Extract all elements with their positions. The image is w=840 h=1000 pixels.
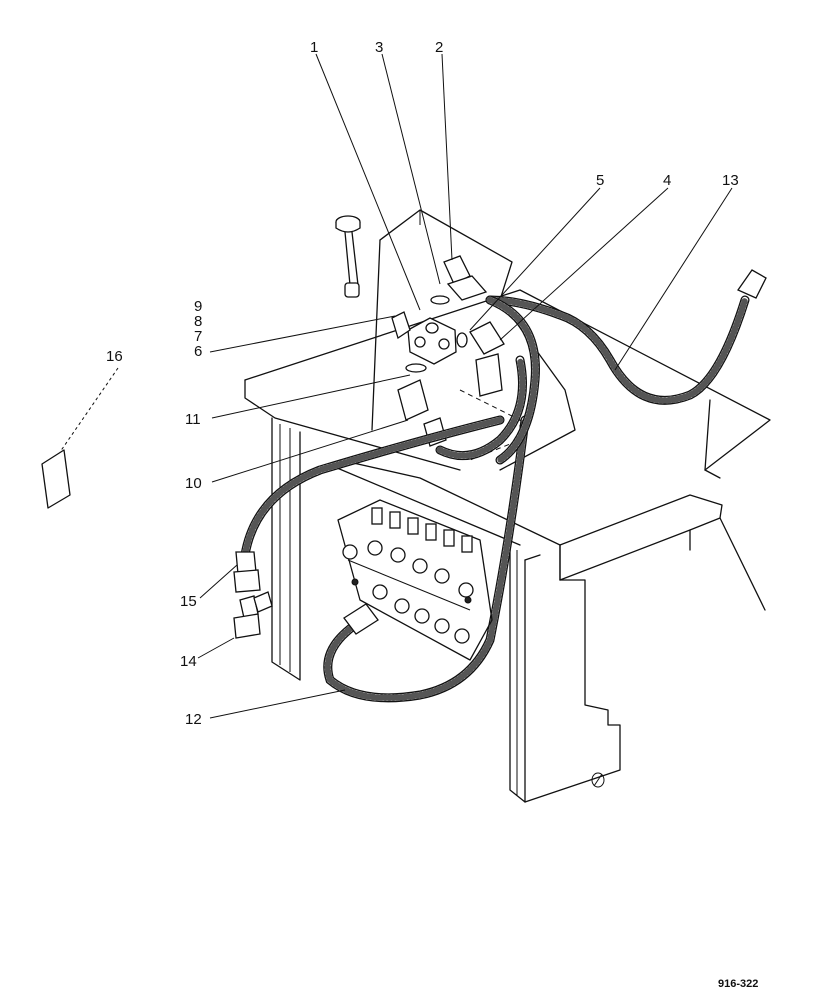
callout-14: 14	[180, 653, 197, 670]
callout-9: 9	[194, 298, 202, 315]
valve-block	[391, 295, 468, 373]
hose-end-fittings	[233, 269, 767, 639]
callout-1: 1	[310, 39, 318, 56]
leader-lines	[59, 53, 733, 719]
drawing-reference-code: 916-322	[718, 978, 758, 990]
callout-3: 3	[375, 39, 383, 56]
callout-5: 5	[596, 172, 604, 189]
callout-6: 6	[194, 343, 202, 360]
callout-11: 11	[185, 411, 201, 428]
callout-2: 2	[435, 39, 443, 56]
callout-7: 7	[194, 328, 202, 345]
control-valve-bank	[337, 499, 493, 661]
callout-numbers: 1 3 2 5 4 13 9 8 7 6 16 11 10 15 14 12	[106, 39, 739, 728]
callout-15: 15	[180, 593, 197, 610]
callout-12: 12	[185, 711, 202, 728]
callout-8: 8	[194, 313, 202, 330]
decal-sheet	[41, 449, 71, 509]
valve-spools	[342, 507, 474, 644]
callout-4: 4	[663, 172, 671, 189]
callout-13: 13	[722, 172, 739, 189]
callout-16: 16	[106, 348, 123, 365]
callout-10: 10	[185, 475, 202, 492]
